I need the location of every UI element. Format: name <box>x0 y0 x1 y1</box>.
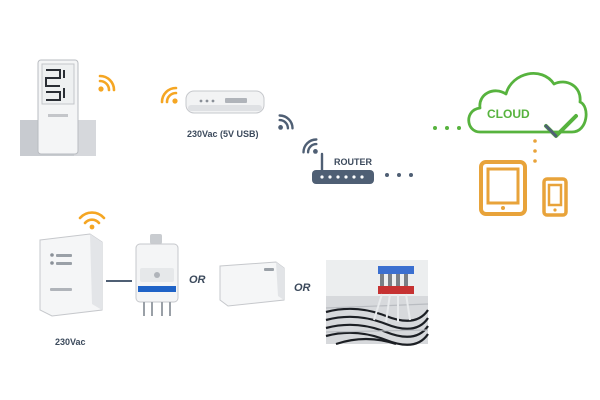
or-label: OR <box>294 282 311 294</box>
phone-icon <box>542 177 568 217</box>
electric-heater-icon <box>219 261 285 307</box>
router-label: ROUTER <box>334 157 372 167</box>
cloud-icon <box>467 72 588 134</box>
hub-device-icon <box>185 90 265 114</box>
connection-line <box>106 280 132 282</box>
tablet-icon <box>479 160 527 216</box>
wifi-signal-icon <box>278 114 294 130</box>
or-label: OR <box>189 274 206 286</box>
router-icon <box>312 152 374 184</box>
hub-power-label: 230Vac (5V USB) <box>187 129 259 139</box>
boiler-icon <box>135 234 179 316</box>
underfloor-manifold-icon <box>325 260 429 346</box>
connection-dots <box>385 173 413 177</box>
cloud-label: CLOUD <box>487 107 530 121</box>
thermostat-icon <box>20 59 96 156</box>
checkmark-icon <box>544 114 578 138</box>
wifi-signal-icon <box>302 138 318 154</box>
wifi-signal-icon <box>78 211 106 230</box>
wall-receiver-icon <box>39 233 103 317</box>
wifi-signal-icon <box>98 74 116 92</box>
connection-dots <box>533 139 537 163</box>
wifi-signal-icon <box>160 86 178 104</box>
connection-dots <box>433 126 461 130</box>
receiver-power-label: 230Vac <box>55 337 86 347</box>
